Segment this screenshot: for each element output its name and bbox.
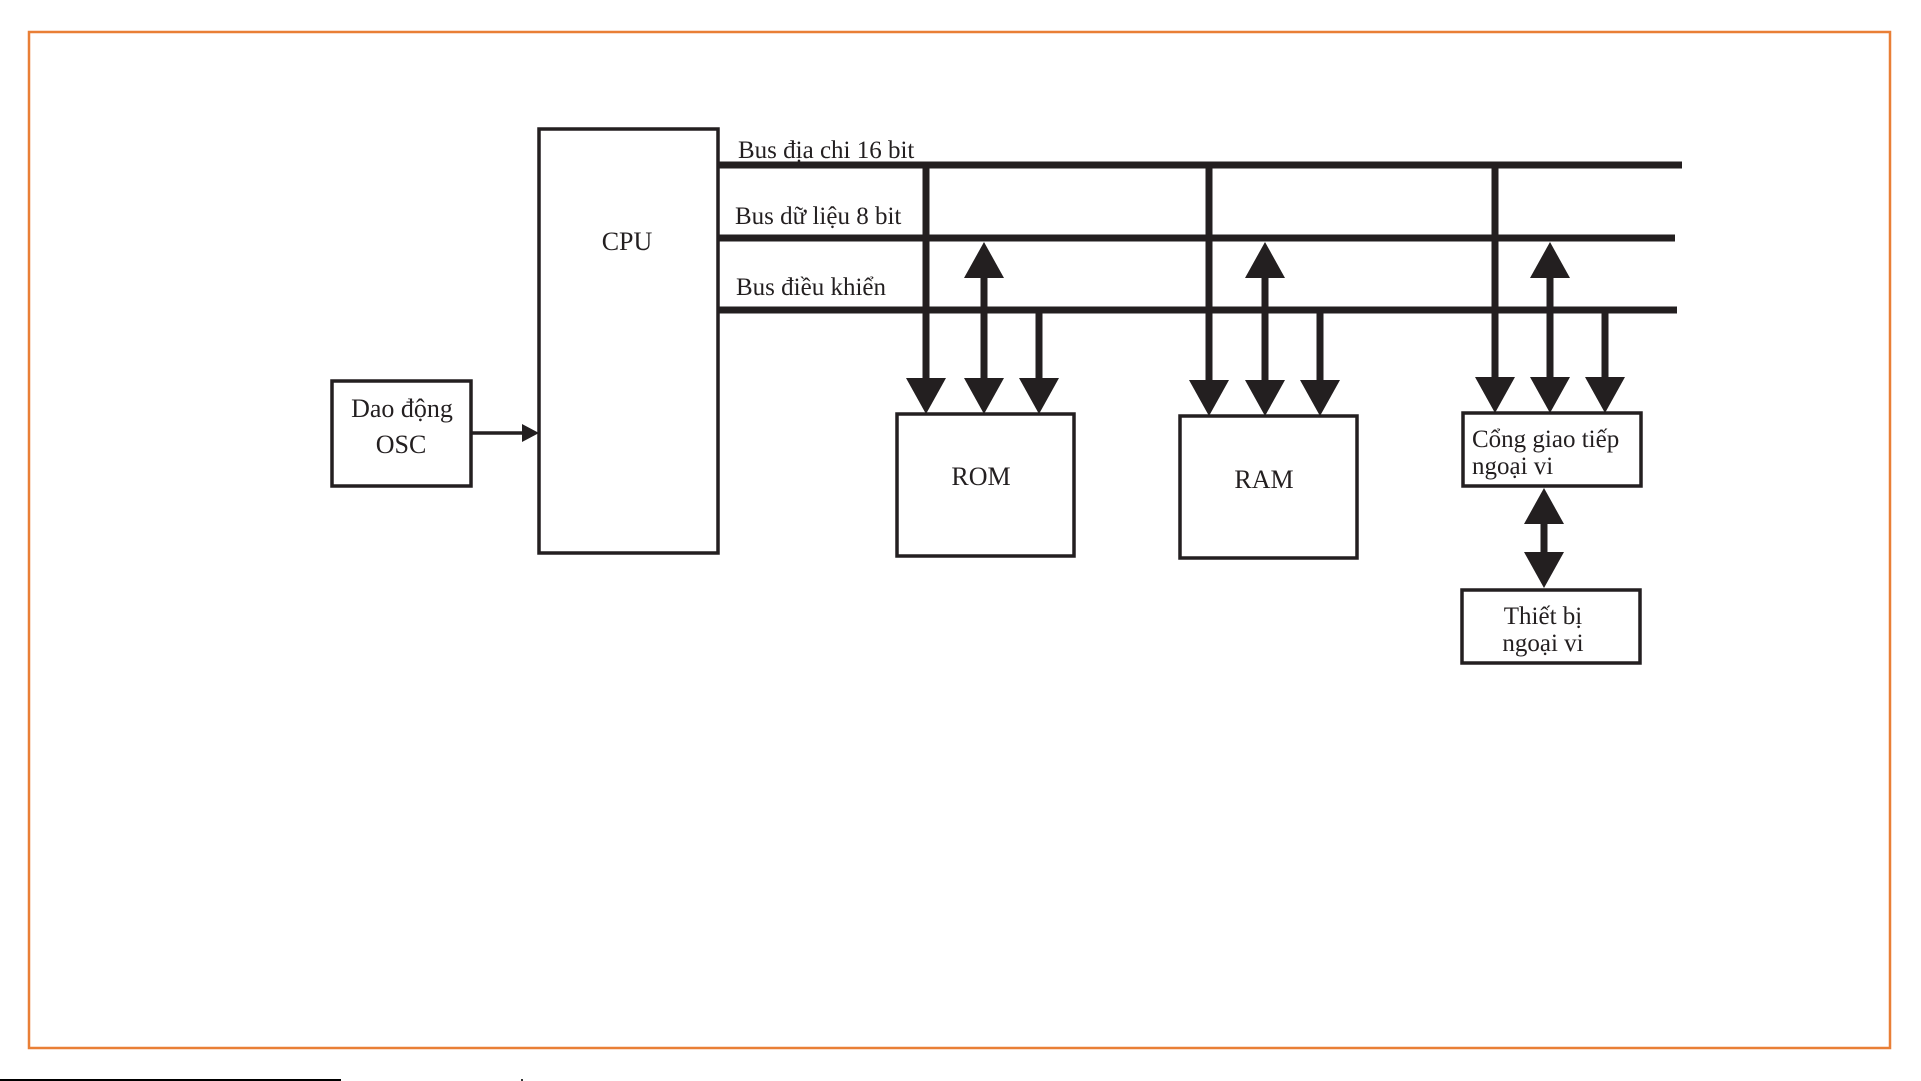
cpu-label: CPU <box>602 227 653 256</box>
port-address-arrowhead-icon <box>1475 377 1515 413</box>
rom-label: ROM <box>951 462 1010 491</box>
osc-label-line1: Dao động <box>351 394 453 423</box>
port-label-line2: ngoại vi <box>1472 453 1553 480</box>
ram-block: RAM <box>1180 416 1357 558</box>
data-bus: Bus dữ liệu 8 bit <box>718 203 1675 238</box>
ram-label: RAM <box>1234 465 1293 494</box>
device-label-line1: Thiết bị <box>1504 603 1583 630</box>
ram-data-arrowhead-down-icon <box>1245 380 1285 416</box>
control-bus-label: Bus điều khiển <box>736 274 886 301</box>
port-block: Cổng giao tiếp ngoại vi <box>1463 413 1641 486</box>
port-device-arrowhead-down-icon <box>1524 552 1564 588</box>
osc-block: Dao động OSC <box>332 381 471 486</box>
rom-data-arrowhead-down-icon <box>964 378 1004 414</box>
rom-control-arrowhead-icon <box>1019 378 1059 414</box>
port-data-arrowhead-down-icon <box>1530 377 1570 413</box>
address-bus: Bus địa chi 16 bit <box>718 137 1682 165</box>
cpu-block: CPU <box>539 129 718 553</box>
ram-data-arrowhead-up-icon <box>1245 242 1285 278</box>
cpu-box <box>539 129 718 553</box>
ram-control-arrowhead-icon <box>1300 380 1340 416</box>
port-data-arrowhead-up-icon <box>1530 242 1570 278</box>
osc-to-cpu-arrow <box>471 424 539 442</box>
rom-data-arrowhead-up-icon <box>964 242 1004 278</box>
ram-address-arrowhead-icon <box>1189 380 1229 416</box>
port-control-arrowhead-icon <box>1585 377 1625 413</box>
control-bus: Bus điều khiển <box>718 274 1677 310</box>
data-bus-label: Bus dữ liệu 8 bit <box>735 203 901 230</box>
rom-address-arrowhead-icon <box>906 378 946 414</box>
device-block: Thiết bị ngoại vi <box>1462 590 1640 663</box>
osc-label-line2: OSC <box>376 430 427 459</box>
port-label-line1: Cổng giao tiếp <box>1472 426 1619 453</box>
address-bus-label: Bus địa chi 16 bit <box>738 137 914 164</box>
osc-arrowhead-icon <box>522 424 539 442</box>
port-device-arrowhead-up-icon <box>1524 488 1564 524</box>
device-label-line2: ngoại vi <box>1502 630 1583 657</box>
rom-block: ROM <box>897 414 1074 556</box>
